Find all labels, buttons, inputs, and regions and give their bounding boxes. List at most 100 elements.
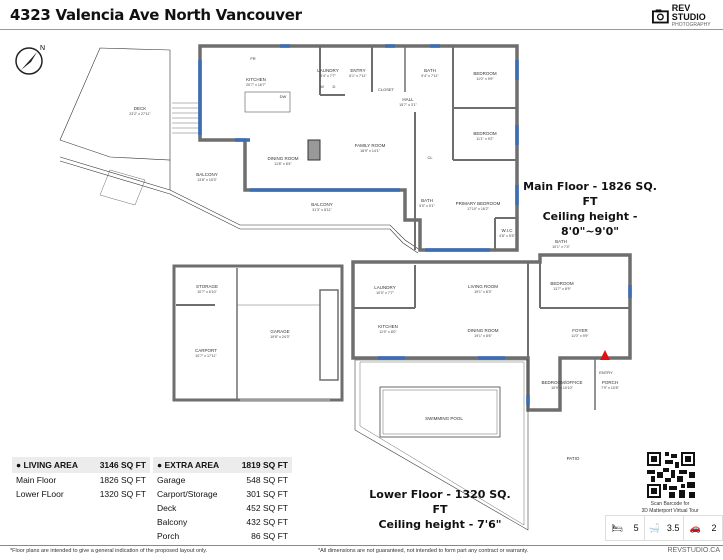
car-icon: 🚗 (689, 522, 701, 533)
room-label: W (320, 84, 324, 89)
property-stats: 🛏5 🛁3.5 🚗2 (605, 515, 723, 541)
room-label: BATH (424, 68, 436, 73)
entry-marker (600, 350, 610, 360)
room-label: 13'7" x 8'9" (553, 287, 571, 291)
table-row: Porch 86 SQ FT (153, 529, 292, 543)
table-cell: 86 SQ FT (251, 531, 288, 541)
footer-website: REVSTUDIO.CA (667, 547, 720, 554)
lower-floor-plan (172, 253, 632, 531)
room-label: 15'7" x 3'1" (399, 103, 417, 107)
room-label: BALCONY (311, 202, 333, 207)
room-label: 9'4" x 7'11" (421, 74, 439, 78)
kitchen-island (244, 91, 291, 113)
lower-floor-area: Lower Floor - 1320 SQ. FT (369, 488, 511, 516)
room-label: FR (250, 56, 255, 61)
camera-icon (652, 9, 669, 24)
header-divider (0, 29, 723, 30)
lower-floor-ceiling: Ceiling height - 7'6" (378, 518, 502, 531)
room-label: LAUNDRY (374, 285, 395, 290)
room-label: CARPORT (195, 348, 217, 353)
windows (240, 285, 632, 405)
room-label: GARAGE (270, 329, 289, 334)
room-label: 17'10" x 16'2" (467, 207, 489, 211)
footer-divider (0, 545, 723, 546)
room-label: BATH (421, 198, 433, 203)
room-label: 10'0" x 7'7" (376, 291, 394, 295)
table-cell: 432 SQ FT (246, 517, 288, 527)
qr-code[interactable] (647, 452, 695, 498)
room-label: W.I.C (502, 228, 514, 233)
deck-outline (59, 47, 171, 161)
room-label: 13'8" x 15'3" (197, 178, 217, 182)
room-label: 7'9" x 10'8" (601, 386, 619, 390)
living-area-label: ● LIVING AREA (16, 460, 78, 470)
room-label: BEDROOM (473, 131, 497, 136)
room-label: 6'1" x 7'11" (349, 74, 367, 78)
room-label: BEDROOM (550, 281, 574, 286)
room-label: 11'1" x 9'2" (476, 137, 494, 141)
room-label: CL (427, 155, 433, 160)
room-label: 19'1" x 8'6" (474, 334, 492, 338)
swimming-pool (379, 386, 501, 438)
table-cell: 452 SQ FT (246, 503, 288, 513)
living-area-total: 3146 SQ FT (99, 460, 146, 470)
room-label: 19'8" x 24'3" (270, 335, 290, 339)
room-label: ENTRY (350, 68, 365, 73)
table-cell: Carport/Storage (157, 489, 218, 499)
room-label: BEDROOM (473, 71, 497, 76)
room-label: 19'1" x 8'3" (474, 290, 492, 294)
main-floor-summary: Main Floor - 1826 SQ. FT Ceiling height … (520, 179, 660, 239)
room-label: 10'9" x 10'10" (551, 386, 573, 390)
extra-area-label: ● EXTRA AREA (157, 460, 220, 470)
lower-floor-summary: Lower Floor - 1320 SQ. FT Ceiling height… (365, 487, 515, 532)
floor-plan-drawing: N (15, 44, 632, 531)
room-label: PRIMARY BEDROOM (456, 201, 501, 206)
table-cell: Porch (157, 531, 180, 541)
room-label: N (40, 45, 45, 52)
room-label: 11'8" x 8'4" (274, 162, 292, 166)
room-label: DW (280, 94, 287, 99)
room-label: HALL (402, 97, 414, 102)
room-label: D (333, 84, 336, 89)
room-label: PATIO (567, 456, 580, 461)
bath-count: 3.5 (666, 523, 680, 533)
room-label: FAMILY ROOM (355, 143, 386, 148)
room-label: KITCHEN (246, 77, 266, 82)
room-label: 11'9" x 8'0" (379, 330, 397, 334)
room-label: PORCH (602, 380, 618, 385)
page-title: 4323 Valencia Ave North Vancouver (10, 6, 302, 24)
logo-name: REV STUDIO (671, 3, 706, 22)
garage-count: 2 (711, 523, 717, 533)
deck-stairs (99, 102, 200, 206)
room-label: 10'7" x 17'11" (195, 354, 217, 358)
room-label: 11'0" x 9'9" (571, 334, 589, 338)
logo-tagline: PHOTOGRAPHY (671, 22, 711, 28)
main-floor-ceiling: Ceiling height - 8'0"~9'0" (542, 210, 638, 238)
room-label: FOYER (572, 328, 588, 333)
room-label: 5'0" x 5'1" (419, 204, 435, 208)
room-label: 31'3" x 8'11" (312, 208, 332, 212)
table-cell: Balcony (157, 517, 188, 527)
room-label: DINING ROOM (268, 156, 299, 161)
room-label: DINING ROOM (468, 328, 499, 333)
table-row: Balcony 432 SQ FT (153, 515, 292, 529)
table-cell: 1320 SQ FT (99, 489, 146, 499)
room-label: BEDROOM/OFFICE (541, 380, 582, 385)
footer-disclaimer-layout: *Floor plans are intended to give a gene… (10, 548, 208, 554)
table-cell: Deck (157, 503, 177, 513)
windows (198, 44, 519, 252)
room-label: 10'7" x 6'10" (197, 290, 217, 294)
room-label: SWIMMING POOL (425, 416, 463, 421)
room-label: STORAGE (196, 284, 218, 289)
bathtub-icon: 🛁 (648, 522, 660, 533)
bed-icon: 🛏 (611, 522, 623, 533)
